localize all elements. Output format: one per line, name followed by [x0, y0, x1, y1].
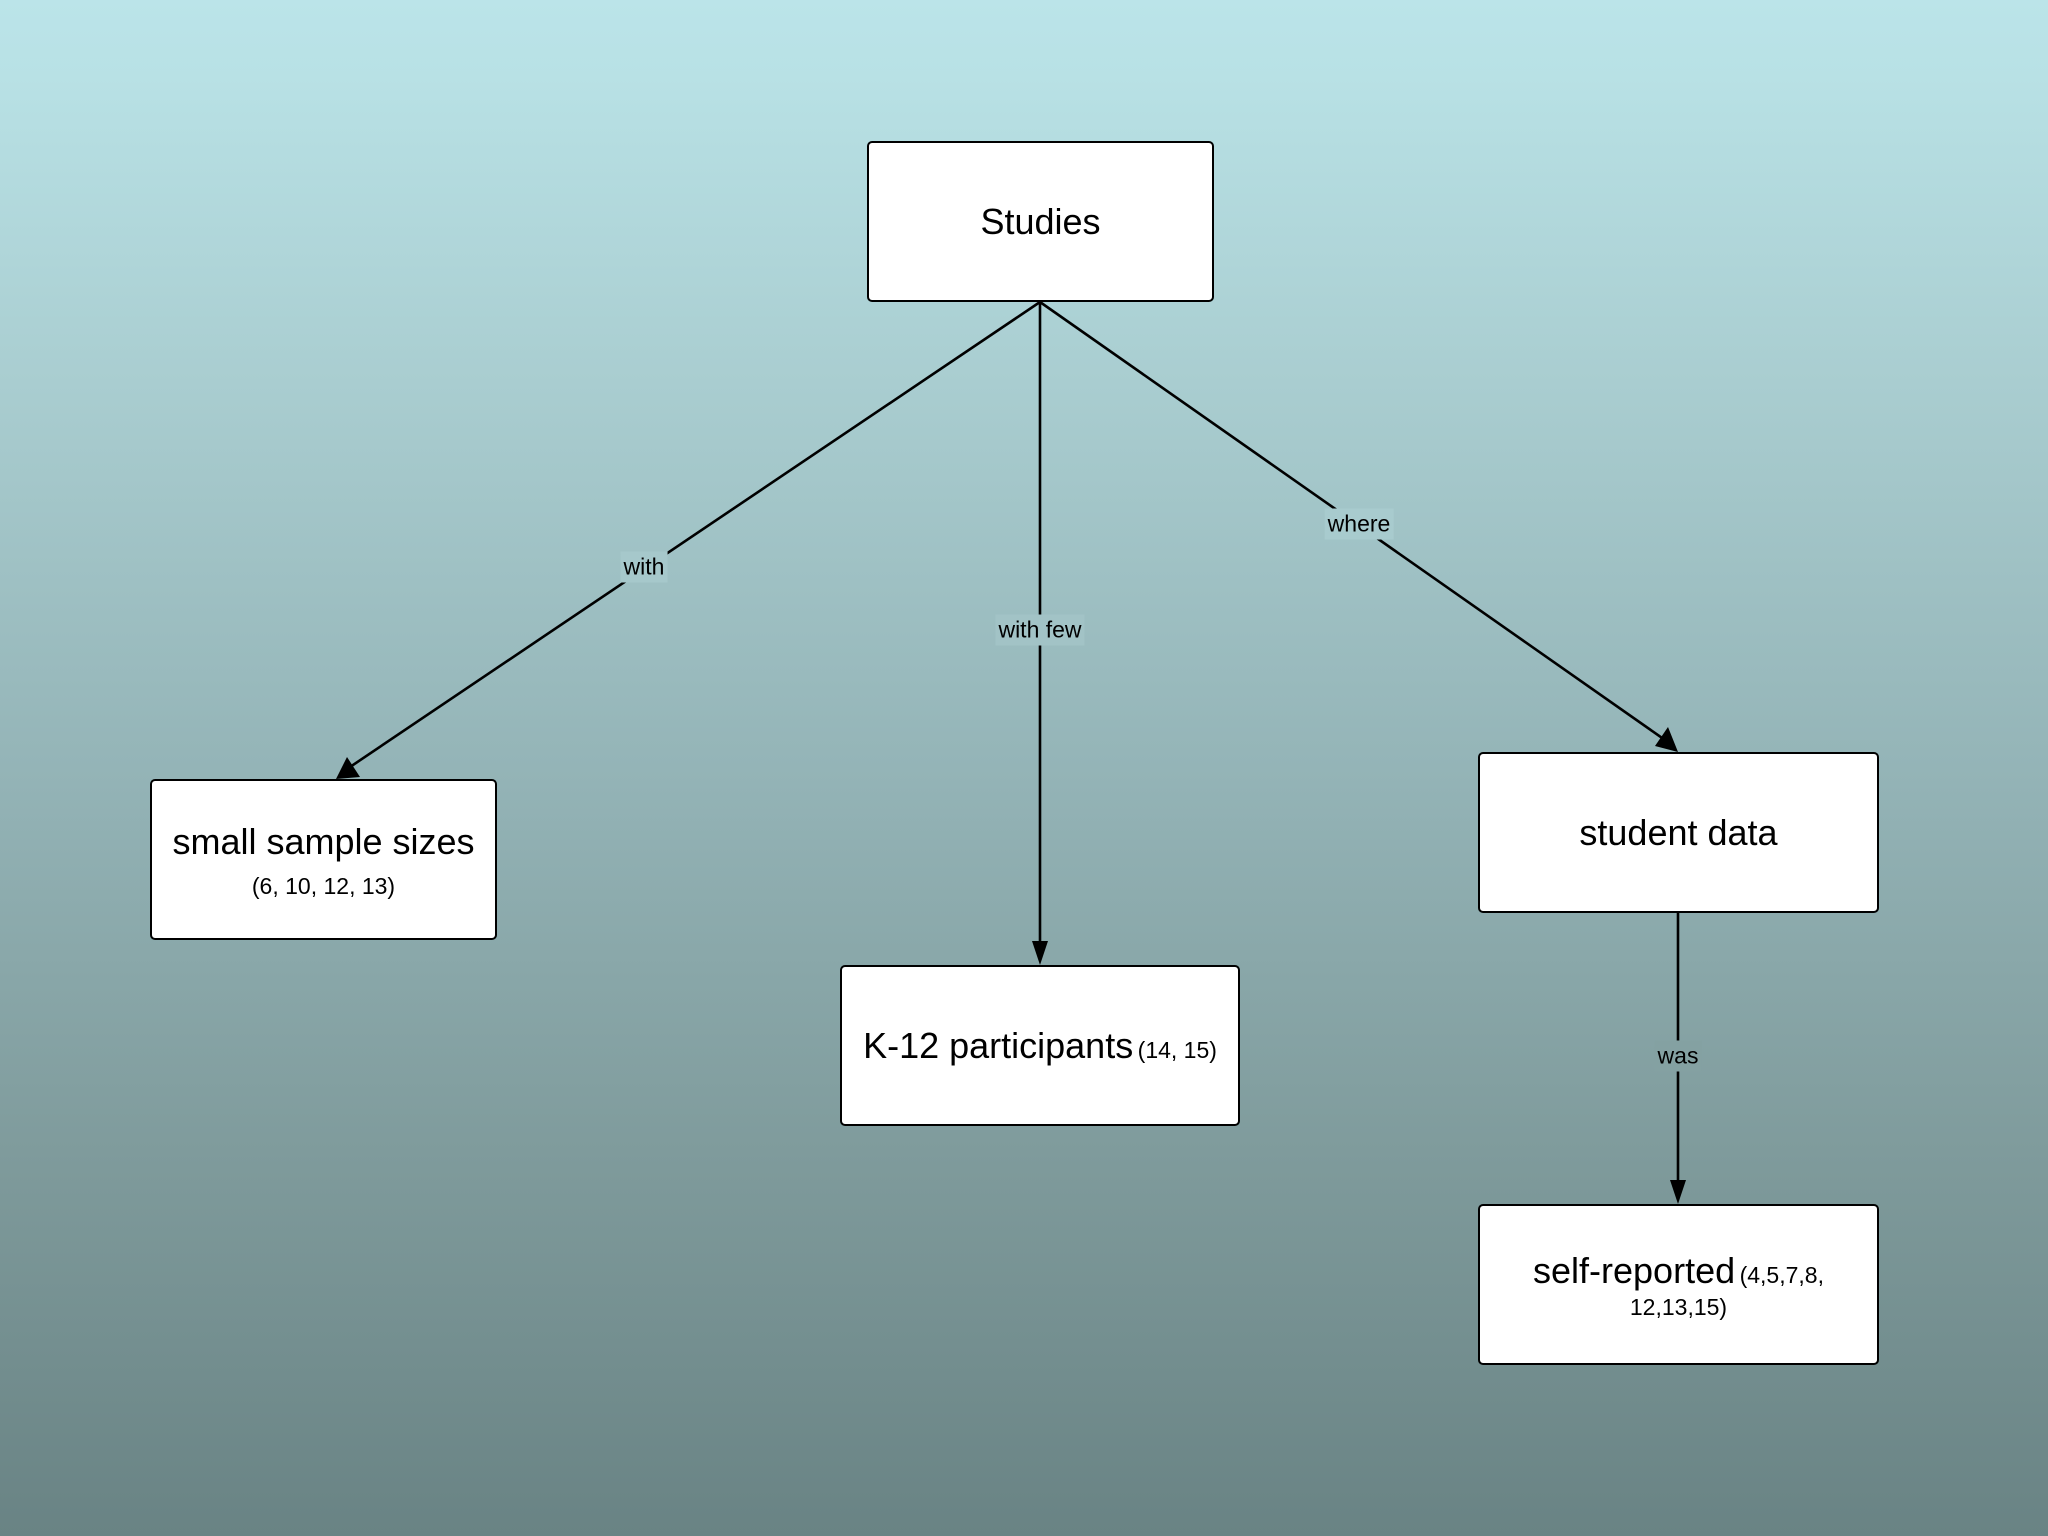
node-student-data: student data: [1478, 752, 1879, 913]
arrowhead-k12-participants: [1032, 941, 1048, 965]
node-k12-participants-label: K-12 participants: [863, 1025, 1134, 1066]
node-k12-participants-text: K-12 participants (14, 15): [863, 1023, 1217, 1068]
node-k12-participants: K-12 participants (14, 15): [840, 965, 1240, 1126]
node-student-data-label: student data: [1579, 812, 1778, 853]
node-small-sample-sizes-refs: (6, 10, 12, 13): [251, 872, 396, 899]
node-self-reported-refs: (4,5,7,8, 12,13,15): [1629, 1261, 1824, 1320]
node-studies-label: Studies: [980, 201, 1101, 242]
edge-label-was: was: [1654, 1040, 1702, 1072]
node-self-reported-text: self-reported (4,5,7,8, 12,13,15): [1498, 1248, 1859, 1322]
node-studies: Studies: [867, 141, 1214, 302]
node-small-sample-sizes: small sample sizes (6, 10, 12, 13): [150, 779, 497, 940]
node-small-sample-sizes-label: small sample sizes: [172, 820, 475, 862]
node-self-reported-label: self-reported: [1533, 1249, 1736, 1291]
edge-label-where: where: [1324, 508, 1394, 540]
edge-label-with: with: [620, 551, 668, 583]
edge-line-with: [349, 300, 1041, 769]
arrowhead-student-data: [1655, 727, 1678, 752]
arrowhead-small-sample-sizes: [336, 757, 360, 779]
node-k12-participants-refs: (14, 15): [1137, 1037, 1217, 1063]
edge-label-with-few: with few: [995, 614, 1085, 646]
arrowhead-self-reported: [1670, 1180, 1686, 1204]
node-self-reported: self-reported (4,5,7,8, 12,13,15): [1478, 1204, 1879, 1365]
